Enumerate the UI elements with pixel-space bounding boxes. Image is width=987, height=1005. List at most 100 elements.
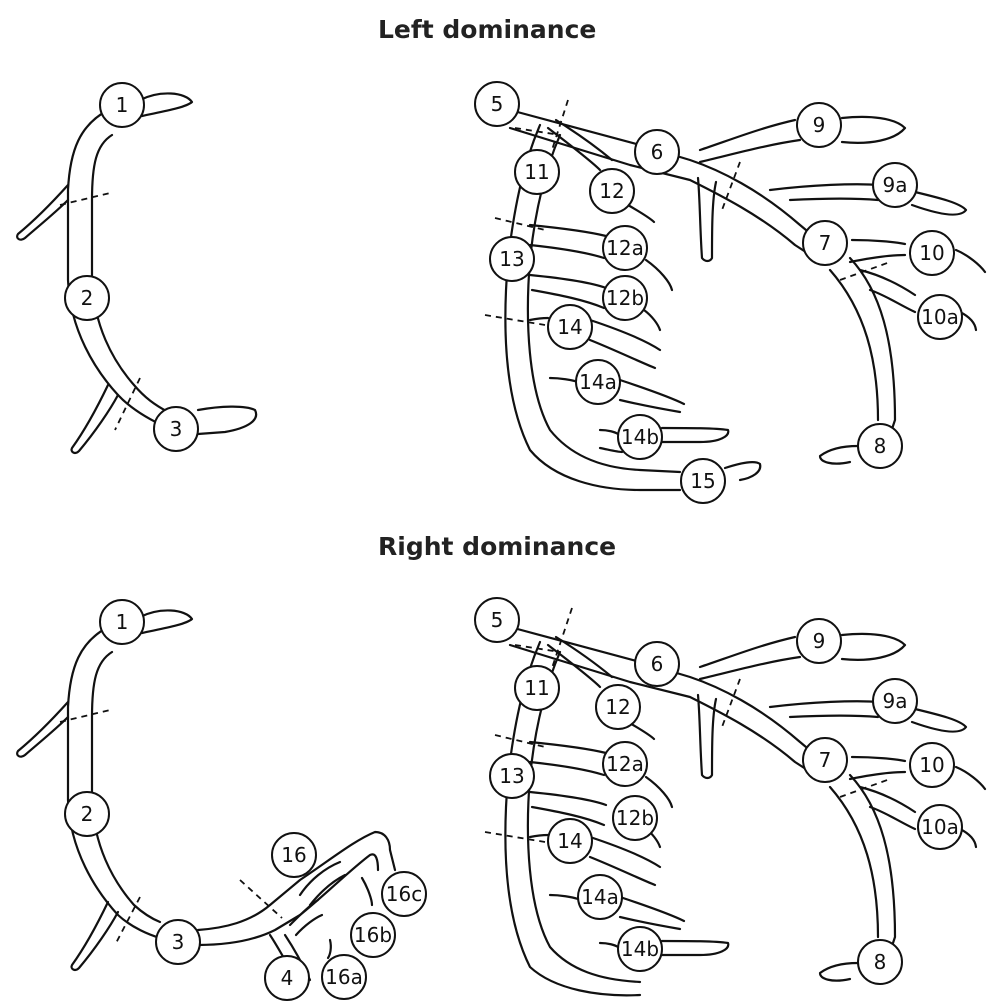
rca-distal-end [198,407,256,434]
septal-stub [698,178,716,261]
svg-text:16: 16 [281,843,306,867]
left-dominance-left-coronary-tree: 5 6 7 8 9 9a 10 10a 11 12 12a 12b 13 14 … [475,82,985,503]
rca-conus-branch [17,185,68,240]
svg-text:16b: 16b [354,923,392,947]
cut-line-6-7 [722,679,740,727]
segment-16c-marker: 16c [382,872,426,916]
svg-text:9: 9 [813,113,826,137]
segment-2-marker: 2 [65,792,109,836]
segment-6-marker: 6 [635,130,679,174]
diagonal-9a [770,701,966,731]
rca-outer-wall [68,627,160,938]
segment-11-marker: 11 [515,150,559,194]
svg-text:9: 9 [813,629,826,653]
segment-9a-marker: 9a [873,679,917,723]
svg-text:6: 6 [651,652,664,676]
lad-distal-walls [830,775,895,952]
svg-text:11: 11 [524,160,549,184]
segment-12a-marker: 12a [603,742,647,786]
cut-line-2-3 [115,897,140,945]
rca-rv-branch [72,385,118,453]
segment-13-marker: 13 [490,754,534,798]
svg-text:12: 12 [599,179,624,203]
segment-14a-marker: 14a [578,875,622,919]
svg-text:10a: 10a [921,815,959,839]
left-dominance-heading: Left dominance [378,15,596,44]
right-dominance-heading: Right dominance [378,532,616,561]
svg-text:2: 2 [81,286,94,310]
segment-5-marker: 5 [475,82,519,126]
svg-text:16c: 16c [386,882,422,906]
svg-text:16a: 16a [325,965,363,989]
svg-text:14a: 14a [581,885,619,909]
svg-text:14b: 14b [621,425,659,449]
rca-inner-wall [92,652,160,922]
svg-text:11: 11 [524,676,549,700]
marginal-12a [530,225,672,290]
svg-text:10: 10 [919,753,944,777]
segment-8-marker: 8 [858,940,902,984]
svg-text:14a: 14a [579,370,617,394]
rca-conus-branch [17,702,68,757]
cut-line-13 [495,735,545,747]
lad-apical-tip [820,963,858,981]
rca-ostium-tip [140,610,192,633]
branch-16a [290,900,331,958]
svg-text:9a: 9a [883,173,908,197]
segment-12b-marker: 12b [613,796,657,840]
marginal-12a [530,742,672,807]
svg-text:4: 4 [281,966,294,990]
segment-10-marker: 10 [910,231,954,275]
svg-text:10a: 10a [921,305,959,329]
segment-14b-marker: 14b [618,415,662,459]
segment-11-marker: 11 [515,666,559,710]
segment-10a-marker: 10a [918,295,962,339]
svg-text:5: 5 [491,608,504,632]
svg-text:15: 15 [690,469,715,493]
svg-text:2: 2 [81,802,94,826]
svg-text:12b: 12b [616,806,654,830]
right-dominance-left-coronary-tree: 5 6 7 8 9 9a 10 10a 11 12 12a 12b 13 14 … [475,598,985,995]
cut-line-13 [495,218,545,230]
segment-16a-marker: 16a [322,955,366,999]
segment-15-tip [725,462,760,480]
septal-stub [698,695,716,778]
segment-10-marker: 10 [910,743,954,787]
lad-distal-walls [830,258,895,435]
right-dominance-right-coronary-tree: 1 2 3 4 16 16a 16b 16c [17,600,426,1000]
rca-ostium-tip [140,93,192,116]
segment-6-marker: 6 [635,642,679,686]
rca-rv-branch [72,902,118,970]
svg-text:13: 13 [499,764,524,788]
svg-text:1: 1 [116,93,129,117]
cut-line-6-7 [722,162,740,210]
diagonal-9a [770,184,966,214]
segment-8-marker: 8 [858,424,902,468]
segment-16-marker: 16 [272,833,316,877]
segment-9-marker: 9 [797,103,841,147]
segment-4-marker: 4 [265,956,309,1000]
segment-13-marker: 13 [490,237,534,281]
lad-apical-tip [820,446,858,464]
segment-10a-marker: 10a [918,805,962,849]
svg-text:12a: 12a [606,236,644,260]
svg-text:3: 3 [172,930,185,954]
svg-text:14b: 14b [621,937,659,961]
left-dominance-right-coronary-tree: 1 2 3 [17,83,256,453]
svg-text:12: 12 [605,695,630,719]
segment-3-marker: 3 [156,920,200,964]
segment-9-marker: 9 [797,619,841,663]
segment-1-marker: 1 [100,600,144,644]
segment-14-marker: 14 [548,305,592,349]
svg-text:7: 7 [819,748,832,772]
segment-5-marker: 5 [475,598,519,642]
svg-text:14: 14 [557,829,582,853]
segment-7-marker: 7 [803,738,847,782]
segment-14b-marker: 14b [618,927,662,971]
segment-3-marker: 3 [154,407,198,451]
rca-inner-wall [92,135,168,412]
segment-12-marker: 12 [596,685,640,729]
segment-15-marker: 15 [681,459,725,503]
segment-12-marker: 12 [590,169,634,213]
segment-9a-marker: 9a [873,163,917,207]
